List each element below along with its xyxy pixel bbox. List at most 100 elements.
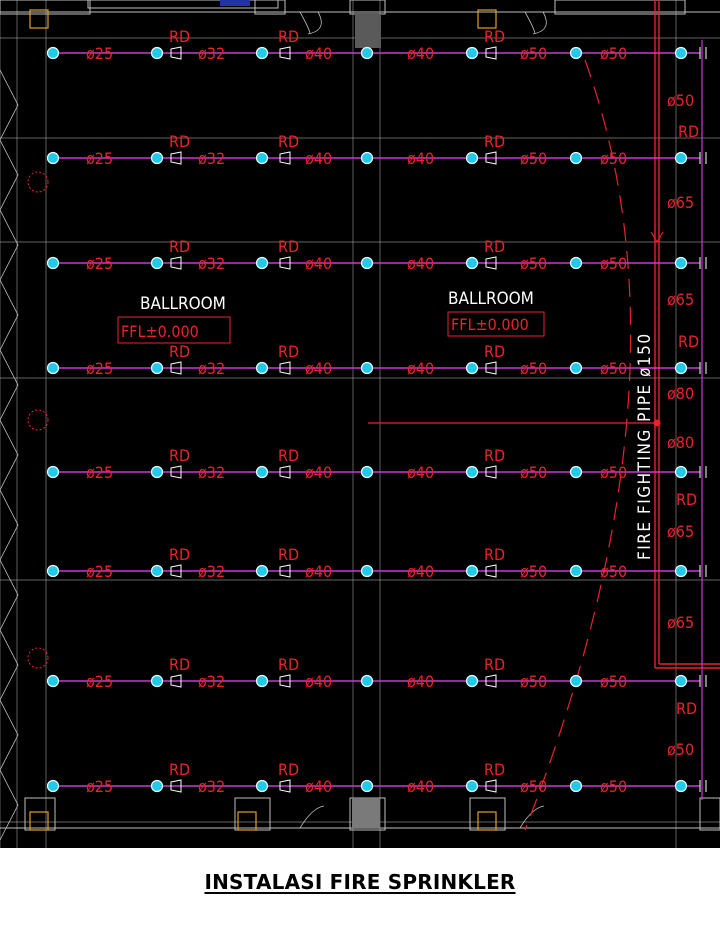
sprinkler-head-icon [674, 465, 688, 479]
reducer-label: RD [278, 27, 299, 46]
reducer-icon [170, 564, 182, 578]
sprinkler-head-icon [46, 46, 60, 60]
reducer-icon [485, 779, 497, 793]
sprinkler-head-icon [360, 674, 374, 688]
reducer-icon [170, 151, 182, 165]
hydrant-icon [27, 647, 49, 669]
reducer-icon [279, 779, 291, 793]
reducer-label: RD [169, 545, 190, 564]
flow-arrow-icon [650, 231, 664, 244]
wall-column [699, 797, 720, 831]
reducer-label: RD [278, 342, 299, 361]
blue-element [220, 0, 250, 6]
pipe-size-label: ø40 [407, 672, 434, 691]
reducer-label: RD [484, 237, 505, 256]
riser-size-label: ø80 [667, 384, 694, 403]
door-swing [519, 805, 545, 829]
door-swing [299, 11, 311, 35]
reducer-label: RD [169, 27, 190, 46]
pipe-size-label: ø32 [198, 777, 225, 796]
sprinkler-head-icon [465, 779, 479, 793]
sprinkler-head-icon [465, 151, 479, 165]
end-cap-icon [699, 47, 707, 59]
sprinkler-head-icon [465, 674, 479, 688]
pipe-size-label: ø50 [520, 149, 547, 168]
end-cap-icon [699, 466, 707, 478]
reducer-label: RD [169, 760, 190, 779]
end-cap-icon [699, 152, 707, 164]
pipe-size-label: ø50 [520, 359, 547, 378]
reducer-label: RD [278, 760, 299, 779]
sprinkler-head-icon [255, 564, 269, 578]
reducer-icon [170, 256, 182, 270]
sprinkler-head-icon [569, 674, 583, 688]
wall-column [554, 0, 686, 15]
reducer-label: RD [484, 760, 505, 779]
reducer-label: RD [278, 132, 299, 151]
pipe-size-label: ø40 [407, 44, 434, 63]
sprinkler-head-icon [255, 674, 269, 688]
pipe-size-label: ø40 [407, 359, 434, 378]
pipe-size-label: ø50 [520, 562, 547, 581]
pipe-size-label: ø50 [600, 149, 627, 168]
pipe-size-label: ø32 [198, 562, 225, 581]
pipe-size-label: ø32 [198, 254, 225, 273]
sprinkler-head-icon [46, 674, 60, 688]
pipe-size-label: ø25 [86, 672, 113, 691]
sprinkler-head-icon [569, 256, 583, 270]
reducer-label: RD [676, 699, 697, 718]
pipe-size-label: ø25 [86, 149, 113, 168]
pipe-size-label: ø25 [86, 44, 113, 63]
reducer-icon [170, 465, 182, 479]
pipe-size-label: ø40 [407, 777, 434, 796]
column-marker [237, 811, 257, 831]
sprinkler-head-icon [569, 779, 583, 793]
pipe-size-label: ø25 [86, 359, 113, 378]
sprinkler-head-icon [150, 256, 164, 270]
reducer-icon [485, 151, 497, 165]
riser-size-label: ø65 [667, 613, 694, 632]
reducer-label: RD [484, 27, 505, 46]
sprinkler-head-icon [465, 46, 479, 60]
pipe-size-label: ø25 [86, 777, 113, 796]
pipe-size-label: ø50 [600, 463, 627, 482]
sprinkler-head-icon [255, 779, 269, 793]
pipe-size-label: ø50 [600, 359, 627, 378]
reducer-icon [170, 46, 182, 60]
door-swing [524, 11, 536, 35]
pipe-size-label: ø50 [520, 672, 547, 691]
sprinkler-head-icon [255, 361, 269, 375]
sprinkler-head-icon [46, 465, 60, 479]
reducer-icon [170, 779, 182, 793]
sprinkler-head-icon [674, 779, 688, 793]
sprinkler-head-icon [150, 465, 164, 479]
reducer-label: RD [676, 490, 697, 509]
wall-column [0, 0, 91, 15]
reducer-label: RD [278, 237, 299, 256]
reducer-label: RD [278, 545, 299, 564]
pipe-size-label: ø50 [520, 463, 547, 482]
pipe-size-label: ø50 [600, 562, 627, 581]
reducer-icon [170, 361, 182, 375]
sprinkler-head-icon [150, 46, 164, 60]
sprinkler-head-icon [465, 256, 479, 270]
reducer-icon [279, 361, 291, 375]
pipe-size-label: ø50 [600, 254, 627, 273]
reducer-label: RD [678, 122, 699, 141]
facade-outline [0, 69, 19, 841]
sprinkler-head-icon [255, 256, 269, 270]
riser-size-label: ø50 [667, 740, 694, 759]
reducer-icon [279, 151, 291, 165]
caption-area [0, 848, 720, 931]
sprinkler-head-icon [46, 564, 60, 578]
reducer-label: RD [278, 446, 299, 465]
reducer-icon [485, 564, 497, 578]
pipe-size-label: ø40 [305, 672, 332, 691]
door-swing [532, 11, 547, 35]
wall-column [469, 797, 506, 831]
stair-block [355, 14, 381, 48]
riser-label: FIRE FIGHTING PIPE ø150 [635, 332, 655, 560]
end-cap-icon [699, 257, 707, 269]
drawing-title: INSTALASI FIRE SPRINKLER [204, 870, 516, 894]
